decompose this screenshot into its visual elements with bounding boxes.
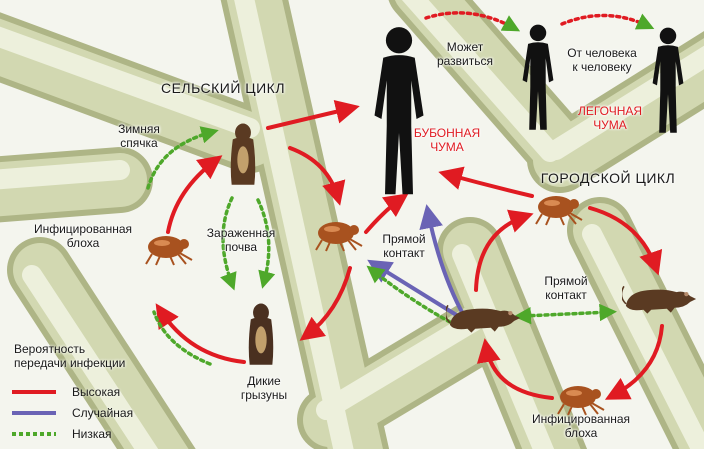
marmot-icon xyxy=(248,303,274,365)
human-icon xyxy=(374,27,424,195)
arrow-may-develop xyxy=(424,11,521,32)
low-probability-arrows xyxy=(146,11,655,366)
legend-low-swatch xyxy=(12,432,56,436)
legend-low-label: Низкая xyxy=(72,427,112,441)
infected-soil-label: Зараженная почва xyxy=(206,226,276,254)
hibernation-label: Зимняя спячка xyxy=(118,122,160,150)
urban-cycle-title: ГОРОДСКОЙ ЦИКЛ xyxy=(540,170,676,186)
legend-high-swatch xyxy=(12,390,56,394)
arrow-person-to-person xyxy=(560,13,655,30)
infected-flea-bottom-label: Инфицированная блоха xyxy=(531,412,631,440)
direct-contact-right-label: Прямой контакт xyxy=(544,274,588,302)
person-to-person-label: От человека к человеку xyxy=(567,46,637,74)
direct-contact-center-label: Прямой контакт xyxy=(382,232,426,260)
arrow-flea-to-marmot xyxy=(166,155,223,234)
pneumonic-plague-label: ЛЕГОЧНАЯ ЧУМА xyxy=(577,104,643,132)
legend-low: Низкая xyxy=(12,427,152,441)
high-probability-arrows xyxy=(155,100,664,400)
arrow-flea-to-wild-rodents xyxy=(299,266,352,341)
arrow-soil-right xyxy=(256,198,276,289)
arrow-hibernation xyxy=(146,126,219,190)
may-develop-label: Может развиться xyxy=(436,40,494,68)
legend-random-swatch xyxy=(12,411,56,415)
flea-icon xyxy=(145,235,193,266)
arrow-rat-to-flea-bottom xyxy=(604,324,664,400)
arrow-random-rat-to-flea xyxy=(367,259,460,318)
arrow-soil-left xyxy=(220,196,237,291)
legend-high-label: Высокая xyxy=(72,385,121,399)
legend-high: Высокая xyxy=(12,385,152,399)
arrow-flea-to-human xyxy=(364,193,409,234)
arrow-urban-flea-to-human xyxy=(438,166,534,198)
arrow-flea-to-rat-center xyxy=(476,338,554,400)
arrow-to-flea-center xyxy=(288,146,346,206)
arrow-flea-to-rat-right xyxy=(588,206,663,276)
legend-random: Случайная xyxy=(12,406,152,420)
wild-rodents-label: Дикие грызуны xyxy=(240,374,288,402)
infected-flea-left-label: Инфицированная блоха xyxy=(33,222,133,250)
arrow-rat-to-flea xyxy=(474,209,534,292)
legend-random-label: Случайная xyxy=(72,406,134,420)
arrow-marmot-to-human xyxy=(266,100,360,130)
arrow-rat-to-flea-low xyxy=(366,265,452,324)
rural-cycle-title: СЕЛЬСКИЙ ЦИКЛ xyxy=(160,80,286,96)
arrow-rat-contact xyxy=(513,303,617,325)
legend-title: Вероятность передачи инфекции xyxy=(14,342,126,370)
arrow-random-rat-to-human xyxy=(419,204,466,318)
bubonic-plague-label: БУБОННАЯ ЧУМА xyxy=(413,126,481,154)
arrow-rodents-to-flea-left xyxy=(155,303,246,364)
arrow-rodents-low xyxy=(152,310,212,366)
